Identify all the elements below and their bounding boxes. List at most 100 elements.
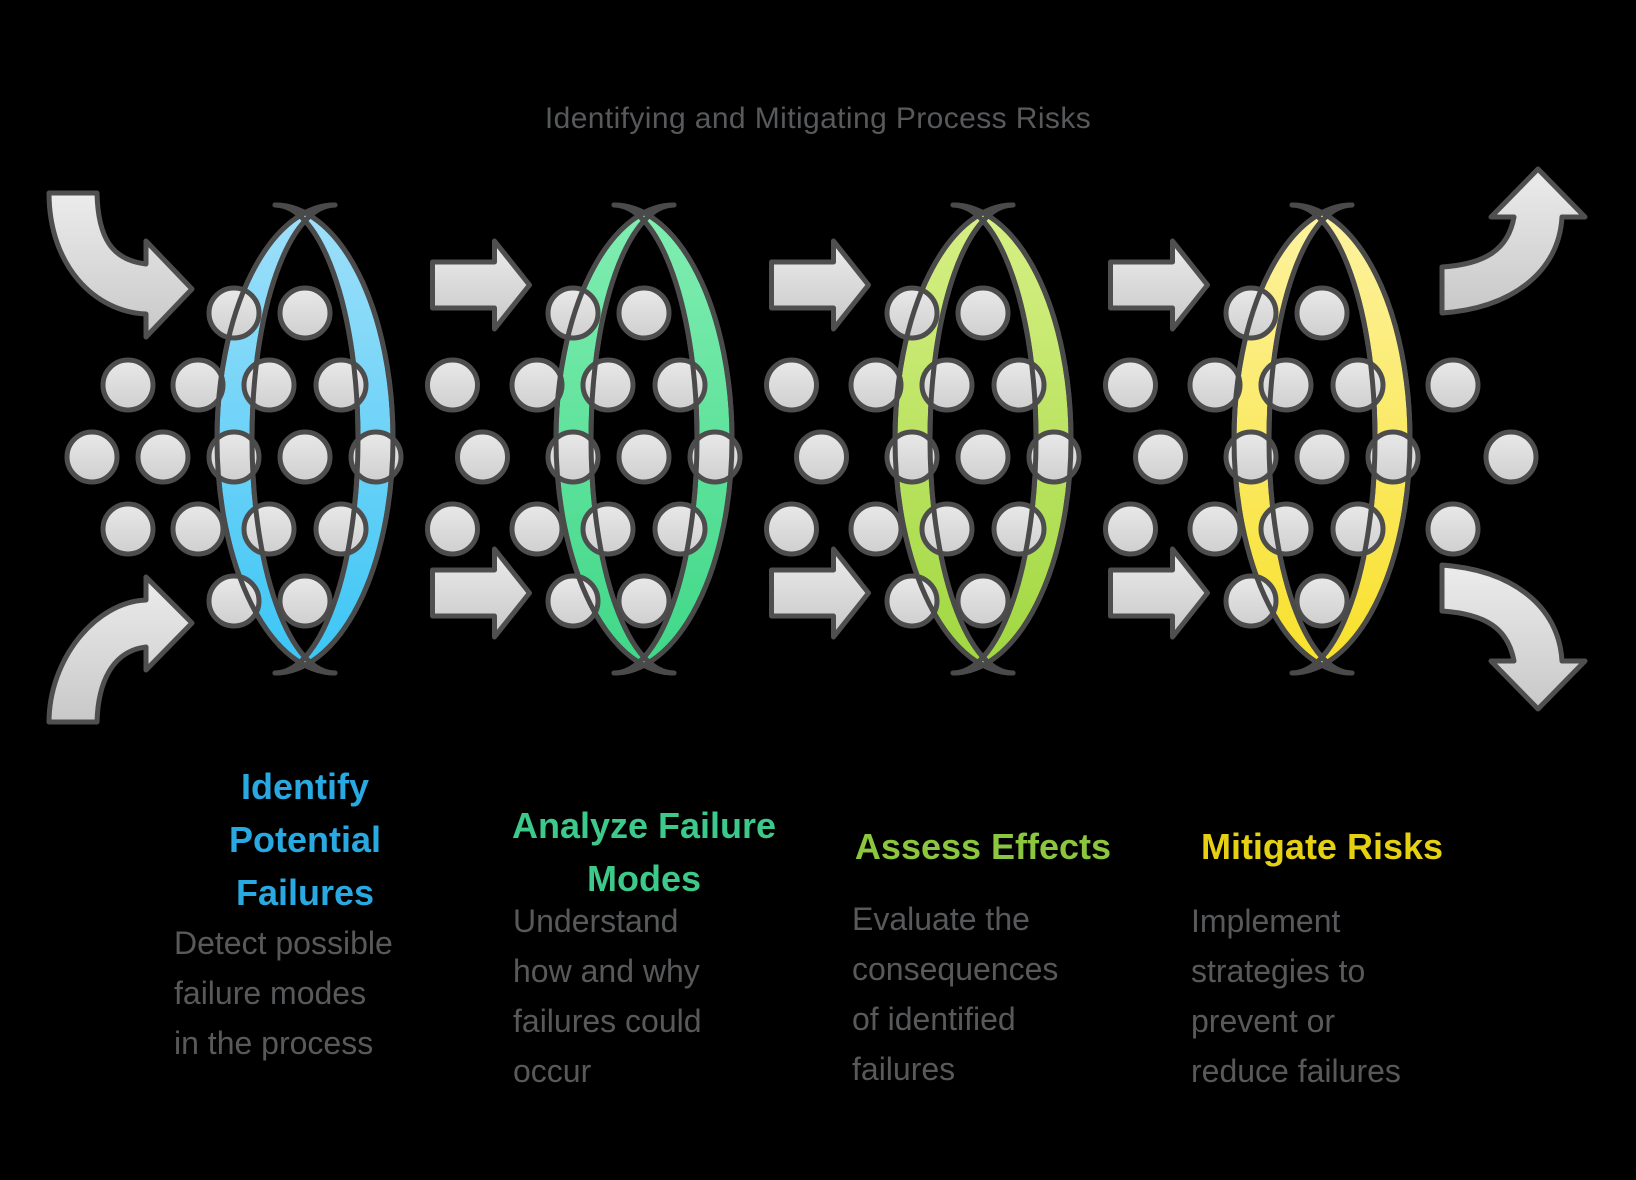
process-item-dot-icon: [1187, 501, 1243, 557]
process-item-dot-icon: [1187, 357, 1243, 413]
process-item-dot-icon: [1026, 429, 1082, 485]
process-item-dot-icon: [545, 429, 601, 485]
block-right-arrow-icon: [769, 546, 871, 640]
stage-description-line: failures: [852, 1051, 956, 1087]
process-item-dot-icon: [1294, 285, 1350, 341]
process-item-dot-icon: [955, 429, 1011, 485]
process-item-dot-icon: [277, 429, 333, 485]
curve-right-down-arrow-icon: [1439, 562, 1588, 712]
ring-outline-left: [892, 202, 1016, 676]
stage-description-line: occur: [513, 1053, 592, 1089]
process-item-dot-icon: [1103, 357, 1158, 413]
stage-description-line: consequences: [852, 951, 1059, 987]
stage-description-identify-potential-failures: Detect possible failure modes in the proce…: [174, 918, 504, 1068]
process-item-dot-icon: [455, 429, 510, 485]
process-item-dot-icon: [955, 573, 1011, 629]
process-item-dot-icon: [884, 429, 940, 485]
process-item-dot-icon: [764, 357, 819, 413]
curve-down-right-arrow-icon: [46, 190, 195, 340]
process-item-dot-icon: [425, 501, 480, 557]
process-item-dot-icon: [241, 501, 297, 557]
ring-outline-left: [553, 202, 677, 676]
process-item-dot-icon: [1330, 501, 1386, 557]
ring-outlines: [214, 202, 1413, 676]
process-item-dot-icon: [348, 429, 404, 485]
curve-right-up-arrow-icon: [1439, 166, 1588, 316]
process-item-dot-icon: [764, 501, 819, 557]
process-item-dot-icon: [652, 501, 708, 557]
stage-description-line: prevent or: [1191, 1003, 1336, 1039]
block-right-arrow-icon: [1108, 238, 1210, 332]
stage-heading-line: Analyze Failure: [511, 805, 777, 846]
block-right-arrow-icon: [769, 238, 871, 332]
dot-pattern: [64, 285, 1539, 629]
process-item-dot-icon: [100, 501, 156, 557]
process-item-dot-icon: [1258, 501, 1314, 557]
process-item-dot-icon: [616, 573, 672, 629]
process-item-dot-icon: [170, 357, 226, 413]
stage-description-line: of identified: [852, 1001, 1016, 1037]
stage-heading-line: Assess Effects: [854, 826, 1112, 867]
process-item-dot-icon: [206, 429, 262, 485]
process-item-dot-icon: [1425, 501, 1481, 557]
diagram-title: Identifying and Mitigating Process Risks: [544, 102, 1092, 135]
process-item-dot-icon: [1223, 429, 1279, 485]
ring-outline-right: [611, 202, 735, 676]
process-item-dot-icon: [1294, 429, 1350, 485]
block-right-arrow-icon: [430, 546, 532, 640]
process-item-dot-icon: [64, 429, 120, 485]
flow-arrows: [46, 166, 1588, 725]
ring-outline-right: [950, 202, 1074, 676]
stage-description-assess-effects: Evaluate the consequences of identified fai…: [852, 894, 1182, 1094]
process-item-dot-icon: [991, 501, 1047, 557]
stage-heading-assess-effects: Assess Effects: [813, 820, 1153, 873]
stage-heading-line: Failures: [235, 872, 375, 913]
process-item-dot-icon: [425, 357, 480, 413]
process-item-dot-icon: [1365, 429, 1421, 485]
process-item-dot-icon: [100, 357, 156, 413]
process-item-dot-icon: [848, 357, 904, 413]
stage-description-line: failure modes: [174, 975, 367, 1011]
process-item-dot-icon: [848, 501, 904, 557]
process-item-dot-icon: [313, 501, 369, 557]
ring-outline-right: [272, 202, 396, 676]
stage-description-line: strategies to: [1191, 953, 1366, 989]
stage-description-line: how and why: [513, 953, 700, 989]
process-item-dot-icon: [687, 429, 743, 485]
stage-description-line: Evaluate the: [852, 901, 1030, 937]
stage-heading-line: Potential: [228, 819, 381, 860]
process-item-dot-icon: [919, 501, 975, 557]
stage-description-line: Detect possible: [174, 925, 393, 961]
stage-heading-line: Modes: [586, 858, 701, 899]
process-item-dot-icon: [277, 573, 333, 629]
block-right-arrow-icon: [430, 238, 532, 332]
process-item-dot-icon: [509, 501, 565, 557]
curve-up-right-arrow-icon: [46, 574, 195, 725]
process-item-dot-icon: [1294, 573, 1350, 629]
stage-description-line: Implement: [1191, 903, 1341, 939]
process-item-dot-icon: [580, 501, 636, 557]
stage-description-line: failures could: [513, 1003, 702, 1039]
process-item-dot-icon: [955, 285, 1011, 341]
process-item-dot-icon: [509, 357, 565, 413]
stage-heading-line: Mitigate Risks: [1200, 826, 1444, 867]
ring-outline-left: [1231, 202, 1355, 676]
process-item-dot-icon: [616, 285, 672, 341]
block-right-arrow-icon: [1108, 546, 1210, 640]
process-item-dot-icon: [135, 429, 191, 485]
process-item-dot-icon: [1425, 357, 1481, 413]
process-item-dot-icon: [1133, 429, 1188, 485]
process-item-dot-icon: [1103, 501, 1158, 557]
stage-description-line: Understand: [513, 903, 679, 939]
ring-outline-left: [214, 202, 338, 676]
stage-description-line: in the process: [174, 1025, 374, 1061]
process-item-dot-icon: [616, 429, 672, 485]
ring-outline-right: [1289, 202, 1413, 676]
stage-heading-mitigate-risks: Mitigate Risks: [1152, 820, 1492, 873]
process-item-dot-icon: [170, 501, 226, 557]
stage-heading-line: Identify: [240, 766, 369, 807]
